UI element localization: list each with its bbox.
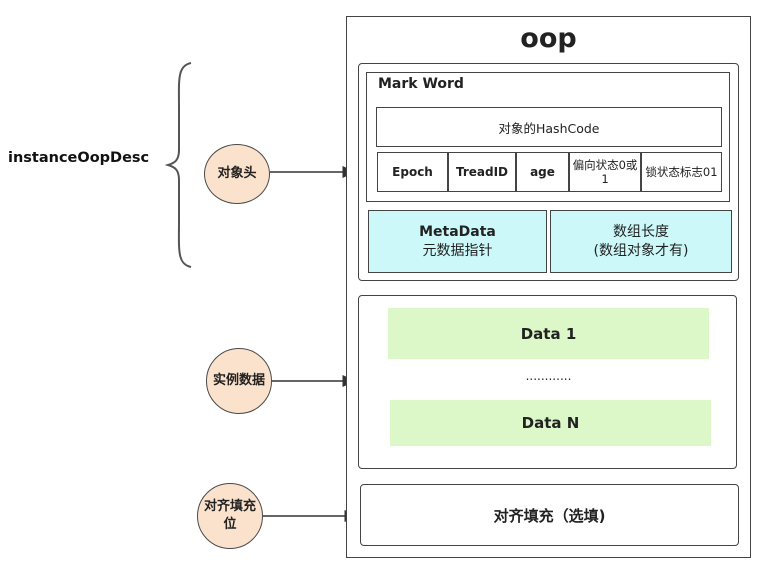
array-length-note: (数组对象才有) [593, 242, 689, 259]
array-length-box: 数组长度 (数组对象才有) [550, 210, 732, 273]
lock-state-field: 锁状态标志01 [641, 152, 722, 192]
thread-id-field: TreadID [448, 152, 516, 192]
instance-oop-desc-label: instanceOopDesc [8, 150, 150, 166]
ellipsis-dots: ............ [525, 369, 572, 383]
alignment-padding-node: 对齐填充位 [197, 483, 263, 549]
array-length-label: 数组长度 [613, 223, 669, 240]
metadata-desc: 元数据指针 [422, 242, 493, 259]
object-header-node: 对象头 [204, 144, 270, 204]
hashcode-field: 对象的HashCode [376, 107, 722, 147]
data-n-block: Data N [390, 400, 711, 446]
metadata-pointer-box: MetaData 元数据指针 [368, 210, 547, 273]
mark-word-title: Mark Word [378, 76, 464, 92]
age-field: age [516, 152, 569, 192]
biased-state-field: 偏向状态0或1 [569, 152, 641, 192]
alignment-padding-box: 对齐填充（选填) [360, 484, 739, 546]
metadata-label: MetaData [419, 223, 496, 240]
curly-brace [165, 62, 192, 268]
oop-title: oop [520, 22, 577, 54]
instance-data-node: 实例数据 [206, 348, 272, 414]
data-1-block: Data 1 [388, 308, 709, 359]
epoch-field: Epoch [377, 152, 448, 192]
